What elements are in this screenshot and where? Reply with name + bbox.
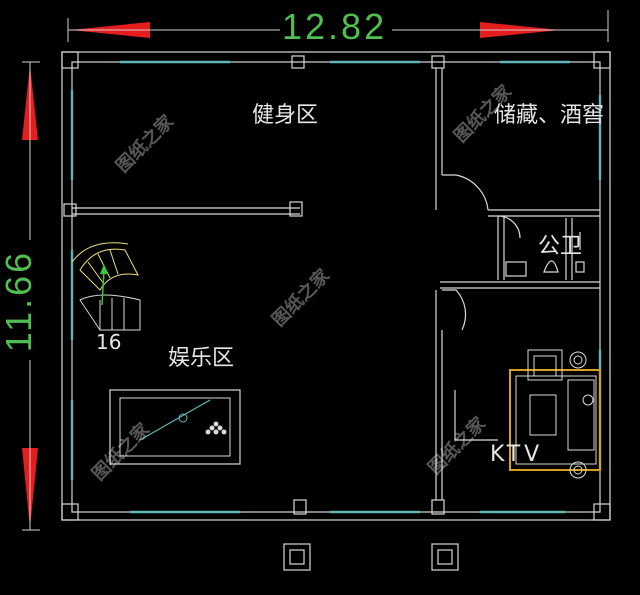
room-label-toilet: 公卫 [538, 234, 583, 259]
width-dimension: 12.82 [282, 6, 388, 47]
windows [70, 60, 602, 514]
room-label-gym: 健身区 [252, 103, 319, 128]
room-label-ktv: KTV [490, 442, 544, 467]
dimension-lines [22, 10, 609, 531]
height-dimension: 11.66 [0, 249, 40, 353]
column-pads [283, 543, 459, 571]
room-label-entertainment: 娱乐区 [168, 346, 235, 371]
stair-step-count: 16 [96, 330, 122, 354]
room-label-storage: 储藏、酒窖 [494, 103, 605, 128]
pool-table [109, 389, 241, 465]
staircase [71, 242, 141, 331]
interior-walls [72, 68, 600, 500]
ktv-furniture [509, 349, 601, 479]
